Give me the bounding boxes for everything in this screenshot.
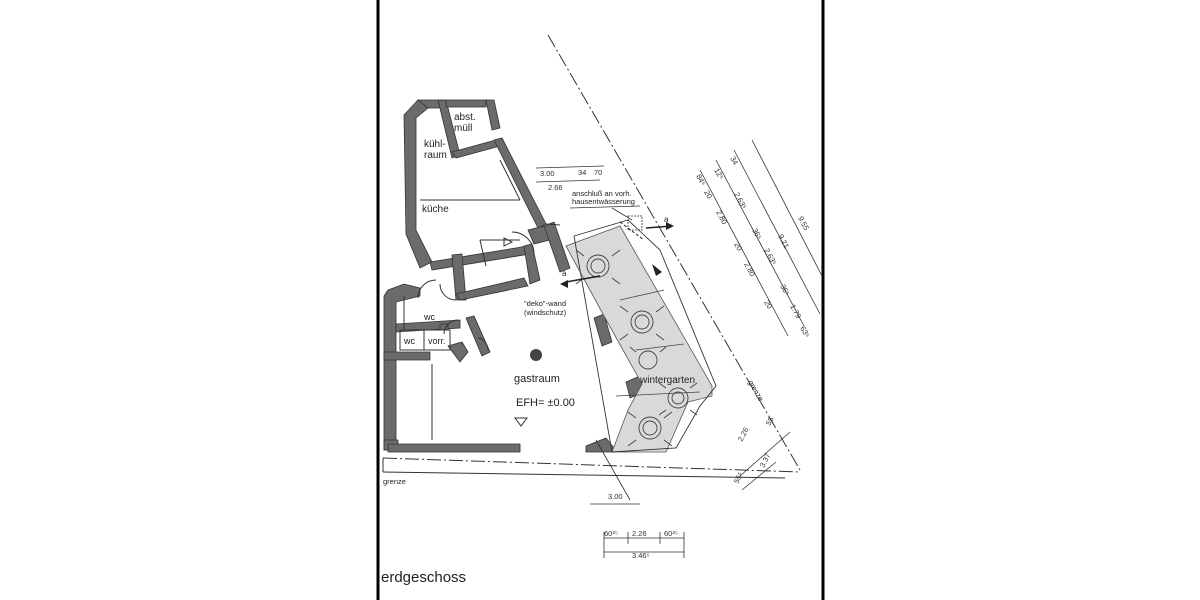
furniture	[575, 249, 698, 447]
dim-r-20a: 20	[702, 189, 714, 201]
label-wc-lower: wc	[403, 336, 415, 346]
label-wc-upper: wc	[423, 312, 435, 322]
note-grenze-bottom: grenze	[383, 477, 406, 486]
dim-r-955: 9.55	[796, 215, 811, 232]
section-cut	[560, 215, 674, 288]
dim-r-20b: 20	[732, 241, 744, 253]
section-mark-right: a	[664, 215, 669, 224]
property-line-diagonal	[547, 34, 801, 471]
label-vorr: vorr.	[428, 336, 446, 346]
dim-r-179: 1.79	[788, 303, 803, 320]
dim-top-300: 3.00	[540, 169, 555, 178]
dim-r-20c: 20	[762, 299, 774, 311]
label-raum: raum	[424, 150, 447, 161]
label-gastraum: gastraum	[514, 373, 560, 385]
wintergarten-divider	[635, 343, 685, 351]
dim-r-280a: 2.80	[714, 209, 729, 226]
dim-r-280b: 2.80	[742, 261, 757, 278]
wintergarten-area	[565, 225, 713, 453]
bottom-edge	[382, 471, 786, 479]
dim-r-36b: 36⁵	[778, 283, 791, 297]
table-group-5	[627, 411, 673, 447]
dim-b-55a: 55	[764, 415, 776, 427]
wintergarten-outline	[573, 219, 717, 453]
dim-r-63: 63⁵	[798, 325, 811, 339]
dimension-lines	[535, 139, 823, 558]
note-anschluss-2: hausentwässerung	[572, 197, 635, 206]
dim-top-266: 2.66	[548, 183, 563, 192]
level-marker	[514, 417, 528, 427]
dim-r-36a: 36⁵	[750, 227, 763, 241]
dim-b-60b: 60²⁵	[664, 529, 678, 538]
dim-b-346: 3.46⁵	[632, 551, 650, 560]
note-deko-2: (windschutz)	[524, 308, 567, 317]
dim-r-84: 84⁵	[694, 173, 707, 187]
dim-b-226h: 2.26	[632, 529, 647, 538]
column	[530, 349, 542, 361]
dim-b-226: 2.26	[736, 426, 751, 443]
note-deko-1: "deko"-wand	[524, 299, 566, 308]
dim-r-34: 34	[728, 155, 740, 167]
north-marker	[652, 264, 662, 276]
table-group-2	[619, 305, 665, 341]
note-grenze-diag: grenze	[746, 379, 765, 403]
label-kuehl: kühl-	[424, 139, 446, 150]
section-mark-left: a	[562, 269, 567, 278]
dim-top-70: 70	[594, 168, 602, 177]
label-abst: abst.	[454, 112, 476, 123]
anschluss-callout	[569, 205, 641, 221]
interior-lines	[399, 159, 561, 440]
dim-top-34: 34	[578, 168, 586, 177]
label-muell: müll	[454, 123, 472, 134]
dim-r-263b: 2.63⁵	[762, 247, 778, 267]
note-anschluss-1: anschluß an vorh.	[572, 189, 632, 198]
wintergarten-divider	[619, 289, 665, 301]
label-wintergarten: wintergarten	[639, 375, 695, 386]
dim-r-12: 12⁵	[712, 167, 725, 181]
label-kueche: küche	[422, 204, 449, 215]
table-group-3	[629, 346, 667, 370]
dim-r-263a: 2.63⁵	[732, 191, 748, 211]
dim-b-300: 3.00	[608, 492, 623, 501]
dim-r-921: 9.21	[776, 233, 791, 250]
dim-b-60a: 60²⁵	[604, 529, 618, 538]
plan-title: erdgeschoss	[381, 569, 466, 586]
table-group-4	[658, 382, 698, 416]
property-line-bottom	[382, 457, 801, 473]
label-efh: EFH= ±0.00	[516, 397, 575, 409]
